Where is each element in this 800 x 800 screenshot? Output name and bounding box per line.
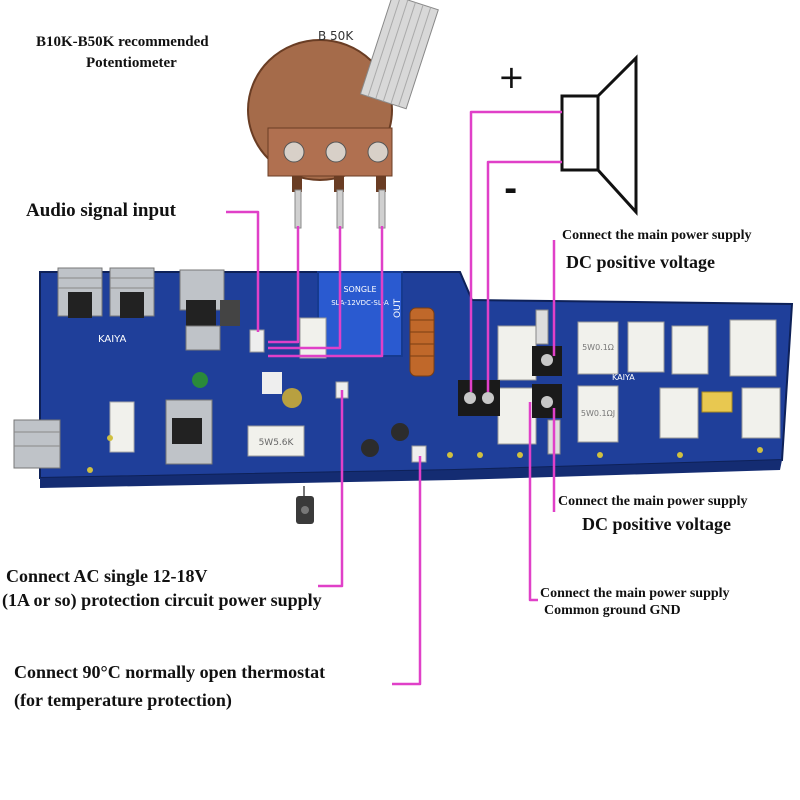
speaker-icon <box>560 54 638 216</box>
dc-minus-label-line2: DC positive voltage <box>582 514 731 534</box>
pot-pin-2 <box>336 189 344 229</box>
potentiometer-label-line2: Potentiometer <box>86 55 177 71</box>
capacitor-black <box>361 439 379 457</box>
resistor-vertical-left <box>109 401 135 453</box>
capacitor-black-2 <box>391 423 409 441</box>
resistor-bank: 5W0.1Ω 5W0.1ΩJ <box>497 319 781 445</box>
wire-ac-supply <box>318 390 344 588</box>
resistor-left-text: 5W5.6K <box>259 438 295 448</box>
wiring <box>226 110 562 686</box>
resistor-right-text: 5W0.1Ω <box>582 343 614 352</box>
wire-speaker-minus <box>486 160 562 392</box>
wire-gnd <box>528 402 538 602</box>
capacitor-green <box>192 372 208 388</box>
heatsink-top-left-2 <box>109 267 155 318</box>
pcb-edge <box>40 460 782 488</box>
terminal-block-speaker <box>458 380 500 416</box>
ic-chip <box>262 372 282 394</box>
brand-print: KAIYA <box>98 334 127 345</box>
ac-supply-label-line2: (1A or so) protection circuit power supp… <box>2 590 322 610</box>
ac-supply-label-line1: Connect AC single 12-18V <box>6 566 208 586</box>
out-label-print: OUT <box>393 298 403 318</box>
wire-speaker-plus <box>469 110 562 392</box>
power-resistor-left: 5W5.6K <box>247 425 305 457</box>
terminal-block-power-bottom <box>532 384 562 418</box>
potentiometer-label-line1: B10K-B50K recommended <box>36 34 209 50</box>
gnd-label-line1: Connect the main power supply <box>540 586 730 601</box>
inductor-coil <box>409 307 435 377</box>
wire-pot-left <box>268 226 300 344</box>
relay-brand-text: SONGLE <box>343 285 376 294</box>
thermostat-label-line1: Connect 90°C normally open thermostat <box>14 662 326 682</box>
audio-input-label: Audio signal input <box>26 200 176 221</box>
gnd-label-line2: Common ground GND <box>544 603 681 618</box>
dc-plus-label-line1: Connect the main power supply <box>562 228 752 243</box>
brand-print-right: KAIYA <box>612 373 635 382</box>
pot-pin-3 <box>378 189 386 229</box>
fuse-top <box>535 309 549 345</box>
speaker-plus-symbol: + <box>498 58 525 96</box>
relay: SONGLE SLA-12VDC-SL-A <box>317 271 403 357</box>
transistor-small <box>220 300 240 326</box>
wire-audio-input <box>226 210 260 332</box>
pot-pin-1 <box>294 189 302 229</box>
terminal-block-power-top <box>532 346 562 376</box>
heatsink-bottom-left-1 <box>13 419 61 469</box>
relay-model-text: SLA-12VDC-SL-A <box>331 299 389 307</box>
pot-shaft <box>359 0 439 110</box>
heatsink-top-left-1 <box>57 267 103 318</box>
dc-minus-label-line1: Connect the main power supply <box>558 494 748 509</box>
wire-pot-right <box>268 226 384 358</box>
speaker-minus-symbol: - <box>504 170 518 208</box>
wire-thermostat <box>392 456 422 686</box>
heatsink-bottom-left-2 <box>165 399 213 465</box>
wire-pot-mid <box>268 226 342 350</box>
thermostat-label-line2: (for temperature protection) <box>14 690 232 710</box>
capacitor-yellow-box <box>701 391 733 413</box>
dc-plus-label-line2: DC positive voltage <box>566 252 715 272</box>
heatsink-top-left-3 <box>179 269 225 351</box>
power-resistor-left-vertical <box>299 317 327 359</box>
potentiometer: B 50K <box>247 0 439 229</box>
pot-value-print: B 50K <box>318 29 354 43</box>
audio-input-connector <box>249 329 265 353</box>
capacitor-yellow <box>282 388 302 408</box>
resistor-right-text-2: 5W0.1ΩJ <box>581 409 615 418</box>
board-components <box>87 300 763 473</box>
thermostat-sensor <box>296 486 314 524</box>
